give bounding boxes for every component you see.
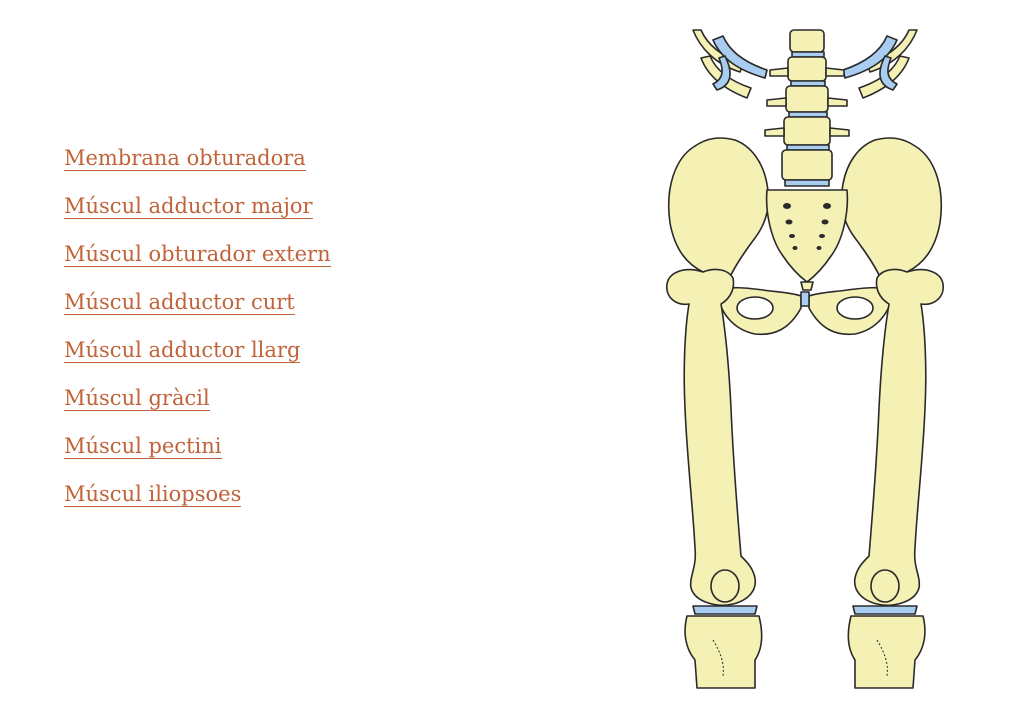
right-patella bbox=[870, 569, 900, 603]
link-adductor-curt[interactable]: Múscul adductor curt bbox=[64, 290, 295, 315]
left-femur bbox=[666, 268, 757, 606]
sacrum bbox=[765, 189, 849, 283]
lumbar-spine bbox=[764, 29, 850, 187]
right-tibia bbox=[847, 615, 926, 689]
link-adductor-llarg[interactable]: Múscul adductor llarg bbox=[64, 338, 301, 363]
link-membrana-obturadora[interactable]: Membrana obturadora bbox=[64, 146, 306, 171]
list-item: Múscul adductor curt bbox=[64, 282, 331, 330]
left-obturator-foramen bbox=[736, 296, 774, 320]
pelvis-legs-skeleton-illustration bbox=[666, 29, 944, 689]
list-item: Múscul obturador extern bbox=[64, 234, 331, 282]
left-ilium bbox=[667, 137, 770, 291]
pubic-symphysis bbox=[800, 291, 810, 307]
list-item: Múscul adductor major bbox=[64, 186, 331, 234]
list-item: Múscul adductor llarg bbox=[64, 330, 331, 378]
right-femur bbox=[853, 268, 944, 606]
link-gracil[interactable]: Múscul gràcil bbox=[64, 386, 210, 411]
list-item: Múscul pectini bbox=[64, 426, 331, 474]
left-ribs bbox=[692, 29, 768, 99]
link-adductor-major[interactable]: Múscul adductor major bbox=[64, 194, 313, 219]
list-item: Múscul iliopsoes bbox=[64, 474, 331, 522]
link-pectini[interactable]: Múscul pectini bbox=[64, 434, 222, 459]
link-obturador-extern[interactable]: Múscul obturador extern bbox=[64, 242, 331, 267]
left-tibia bbox=[684, 615, 763, 689]
right-obturator-foramen bbox=[836, 296, 874, 320]
list-item: Múscul gràcil bbox=[64, 378, 331, 426]
right-ilium bbox=[840, 137, 943, 291]
muscle-link-list: Membrana obturadora Múscul adductor majo… bbox=[64, 138, 331, 522]
right-knee-cartilage bbox=[852, 605, 918, 615]
right-ribs bbox=[842, 29, 918, 99]
left-knee-cartilage bbox=[692, 605, 758, 615]
list-item: Membrana obturadora bbox=[64, 138, 331, 186]
left-patella bbox=[710, 569, 740, 603]
link-iliopsoes[interactable]: Múscul iliopsoes bbox=[64, 482, 242, 507]
sacral-foramina bbox=[783, 203, 831, 250]
